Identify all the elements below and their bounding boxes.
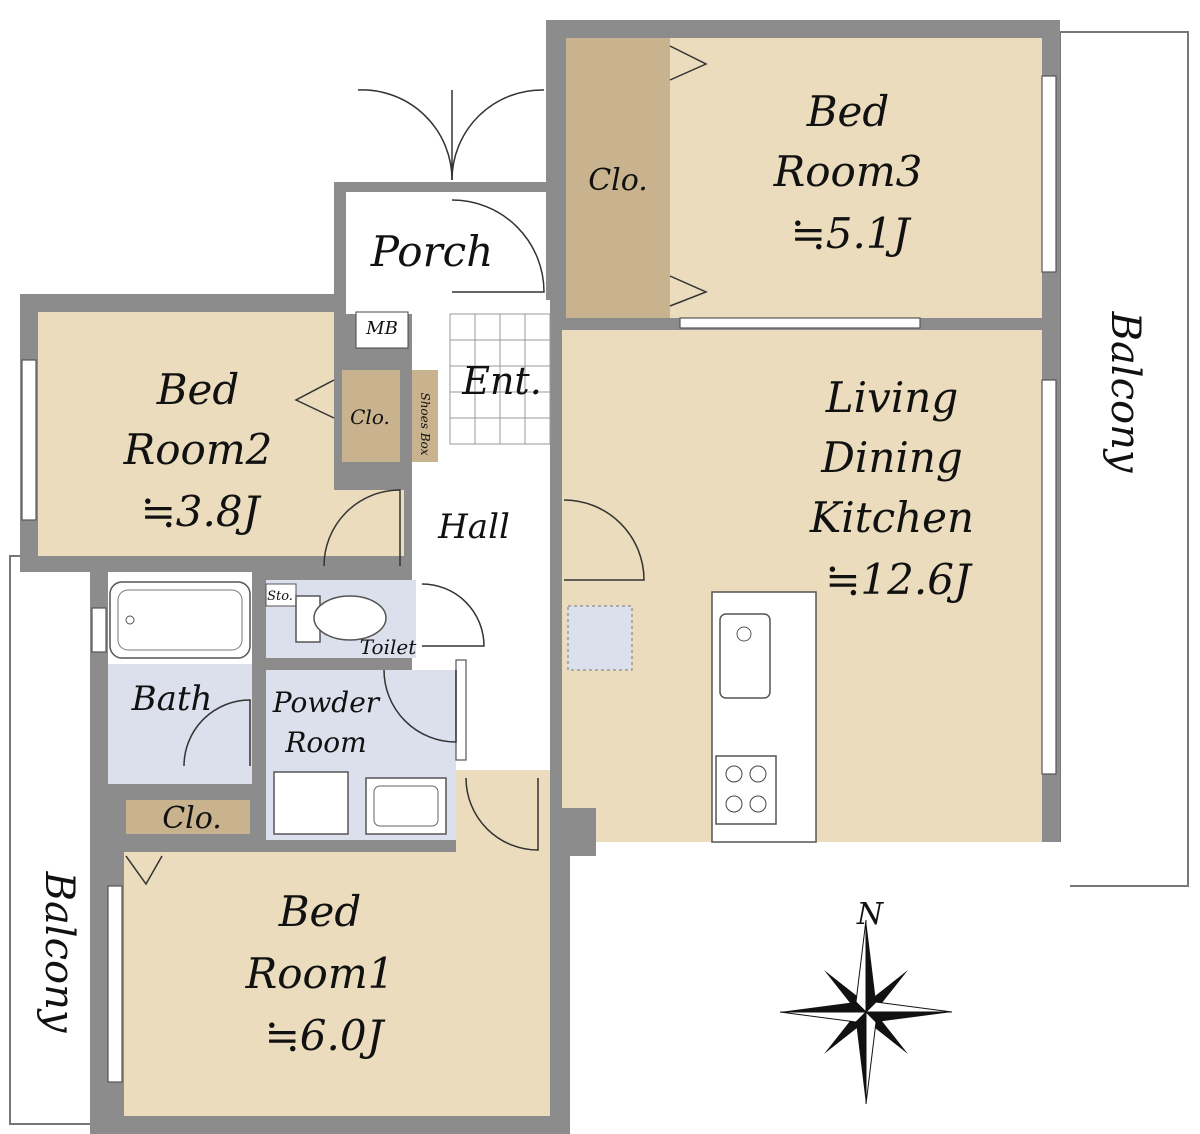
bedroom2-label-line1: Bed (156, 365, 240, 414)
fridge-space (567, 605, 633, 671)
balcony-east-area (1059, 31, 1189, 887)
burner-2 (749, 765, 767, 783)
shoes-box-label: Shoes Box (418, 392, 432, 455)
bedroom3-closet-label: Clo. (588, 163, 648, 198)
meter-box-label: MB (365, 318, 398, 339)
hall-floor-upper (346, 294, 546, 314)
burner-4 (749, 795, 767, 813)
powder-room-label-line1: Powder (272, 686, 381, 719)
bedroom2-closet-label: Clo. (350, 405, 390, 429)
ldk-area: ≒12.6J (825, 555, 973, 604)
ldk-label-line2: Dining (820, 433, 963, 482)
burner-3 (725, 795, 743, 813)
storage-box (265, 583, 297, 607)
bedroom2-closet (342, 370, 400, 462)
bathtub (109, 581, 251, 659)
ldk-label-line1: Living (825, 373, 958, 422)
ldk-notch (548, 808, 596, 856)
bedroom3-label-line1: Bed (806, 87, 890, 136)
bedroom1-label-line1: Bed (278, 887, 362, 936)
vanity-basin (373, 785, 439, 827)
bedroom1-floor (124, 852, 550, 1116)
bedroom1-closet (126, 800, 250, 834)
bathtub-drain (125, 615, 135, 625)
doors (125, 45, 708, 886)
hall-label: Hall (437, 507, 510, 547)
stove (715, 755, 777, 825)
bedroom3-floor (670, 38, 1042, 318)
porch-floor (346, 192, 546, 294)
balcony-west-label: Balcony (36, 871, 82, 1034)
bath-label: Bath (131, 679, 213, 719)
toilet-label: Toilet (360, 635, 417, 659)
balcony-east-label: Balcony (1102, 311, 1148, 474)
compass-north-label: N (856, 897, 885, 932)
compass-rose-icon (779, 919, 953, 1105)
bedroom1-closet-label: Clo. (162, 801, 222, 836)
windows (21, 75, 1057, 1083)
meter-box (355, 311, 409, 349)
kitchen-sink (719, 613, 771, 699)
bedroom2-floor (38, 312, 334, 556)
porch-label: Porch (370, 227, 494, 276)
ldk-label-line3: Kitchen (809, 493, 974, 542)
bedroom3-label-line2: Room3 (773, 147, 923, 196)
storage-label: Sto. (267, 589, 293, 604)
powder-room-label-line2: Room (284, 726, 366, 759)
entrance-label: Ent. (461, 359, 542, 403)
sink-drain (736, 626, 752, 642)
burner-1 (725, 765, 743, 783)
bedroom2-label-line2: Room2 (123, 425, 273, 474)
vanity (365, 777, 447, 835)
bedroom2-floor-ext (334, 490, 404, 556)
shoes-box (412, 370, 438, 462)
bedroom1-label-line2: Room1 (245, 949, 395, 998)
washing-machine-pan (273, 771, 349, 835)
bath-floor (108, 664, 252, 784)
kitchen-counter (711, 591, 817, 843)
bedroom3-closet (566, 38, 670, 318)
bathtub-inner (117, 589, 243, 651)
bedroom3-area: ≒5.1J (791, 209, 912, 258)
bedroom1-floor-ext (456, 770, 550, 862)
toilet-bowl (313, 595, 387, 641)
entrance-tiles (449, 313, 551, 445)
bedroom2-area: ≒3.8J (141, 487, 262, 536)
bedroom1-area: ≒6.0J (265, 1011, 386, 1060)
